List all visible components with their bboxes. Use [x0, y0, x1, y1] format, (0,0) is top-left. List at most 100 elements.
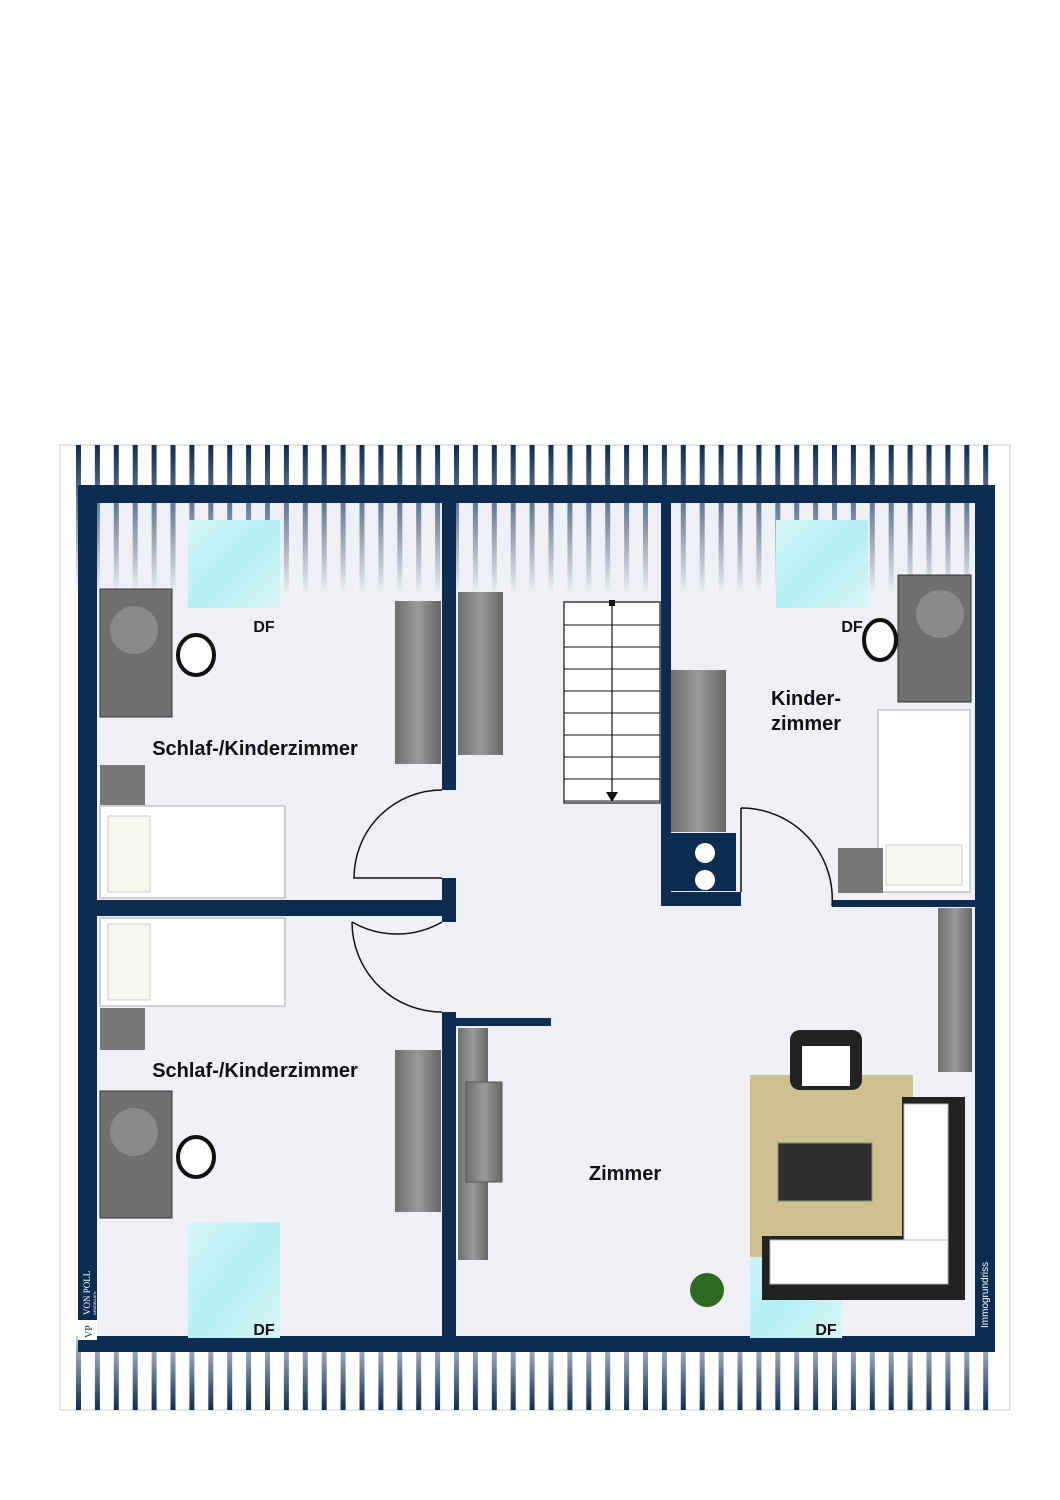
roof-stripe [888, 1336, 894, 1410]
wardrobe [395, 601, 441, 764]
cabinet [671, 670, 726, 832]
roof-stripe [680, 445, 686, 595]
pillow [885, 844, 963, 886]
roof-stripe [397, 1336, 403, 1410]
roof-stripe [964, 1336, 970, 1410]
von-poll-logo: VP VON POLL IMMOBILIEN [78, 1271, 97, 1340]
stair-arrow-icon [606, 792, 618, 802]
roof-stripe [756, 1336, 762, 1410]
room-label-bedroom-bottom: Schlaf-/Kinderzimmer [152, 1060, 358, 1082]
roof-stripe [491, 445, 497, 595]
roof-stripe [378, 445, 384, 595]
roof-stripe [869, 445, 875, 595]
roof-stripe [964, 445, 970, 595]
roof-stripe [756, 445, 762, 595]
wardrobe [395, 1050, 441, 1212]
nightstand [838, 848, 883, 893]
staircase [563, 600, 661, 804]
roof-stripe [850, 1336, 856, 1410]
roof-stripe [794, 1336, 800, 1410]
roof-stripe [813, 1336, 819, 1410]
roof-stripe [151, 445, 157, 595]
roof-stripe [94, 1336, 100, 1410]
roof-stripe [643, 445, 648, 595]
wardrobe [458, 592, 503, 755]
roof-stripe [907, 445, 913, 595]
roof-stripe [416, 1336, 422, 1410]
roof-stripe [113, 1336, 119, 1410]
pillow [107, 815, 151, 893]
roof-stripe [283, 445, 289, 595]
roof-stripe [435, 1336, 441, 1410]
roof-stripe [510, 1336, 516, 1410]
roof-stripe [151, 1336, 157, 1410]
roof-stripe [718, 445, 724, 595]
roof-stripe [472, 1336, 478, 1410]
roof-stripe [567, 1336, 573, 1410]
stove-burner [695, 870, 715, 890]
roof-stripe [454, 445, 459, 595]
roof-stripe [718, 1336, 724, 1410]
roof-stripe [321, 1336, 327, 1410]
roof-stripe [624, 445, 630, 595]
roof-stripe [397, 445, 403, 595]
roof-window [188, 520, 280, 608]
roof-stripe [888, 445, 894, 595]
roof-stripe [472, 445, 478, 595]
roof-stripe [416, 445, 422, 595]
roof-stripe [454, 1336, 459, 1410]
room-label-kids-2: zimmer [771, 713, 841, 735]
roof-stripe [926, 445, 932, 595]
roof-stripe [76, 1336, 81, 1410]
roof-stripe [359, 1336, 365, 1410]
cabinet-door [465, 1081, 503, 1183]
room-label-living: Zimmer [589, 1163, 661, 1185]
roof-stripe [265, 1336, 270, 1410]
armchair-seat [802, 1046, 850, 1086]
roof-window [776, 520, 868, 608]
roof-stripe [586, 445, 592, 595]
roof-stripe [378, 1336, 384, 1410]
roof-stripe [340, 1336, 346, 1410]
roof-stripe [737, 445, 743, 595]
roof-stripe [567, 445, 573, 595]
roof-stripe [945, 445, 951, 595]
roof-stripe [113, 445, 119, 595]
roof-stripe [643, 1336, 648, 1410]
roof-stripe [529, 1336, 535, 1410]
chair [176, 1135, 216, 1179]
room-label-kids-1: Kinder- [771, 688, 841, 710]
roof-stripe [340, 445, 346, 595]
window-label: DF [815, 1322, 837, 1339]
roof-stripe [926, 1336, 932, 1410]
roof-stripe [189, 1336, 195, 1410]
roof-stripe [775, 1336, 781, 1410]
credit-text: Immogrundriss [980, 1262, 991, 1328]
logo-name: VON POLL [82, 1271, 92, 1315]
roof-stripe [586, 1336, 592, 1410]
roof-stripe [435, 445, 441, 595]
sofa-cushions [769, 1239, 949, 1285]
roof-stripe [548, 1336, 554, 1410]
roof-stripe [321, 445, 327, 595]
stove-burner [695, 843, 715, 863]
roof-stripe [491, 1336, 497, 1410]
roof-stripe [510, 445, 516, 595]
roof-stripe [983, 1336, 989, 1410]
roof-stripe [548, 445, 554, 595]
roof-stripe [680, 1336, 686, 1410]
roof-window [188, 1222, 280, 1338]
roof-stripe [227, 1336, 233, 1410]
roof-stripe [302, 1336, 308, 1410]
roof-stripe [208, 1336, 214, 1410]
roof-stripe [132, 445, 138, 595]
doors [351, 789, 834, 1013]
door-swing-bottom-left [351, 921, 443, 935]
shelf [938, 908, 972, 1072]
nightstand [100, 1008, 145, 1050]
door-swing-top-left [353, 789, 443, 879]
roof-stripe [699, 445, 705, 595]
plant [690, 1273, 724, 1307]
window-label: DF [253, 619, 275, 636]
roof-stripe [907, 1336, 913, 1410]
